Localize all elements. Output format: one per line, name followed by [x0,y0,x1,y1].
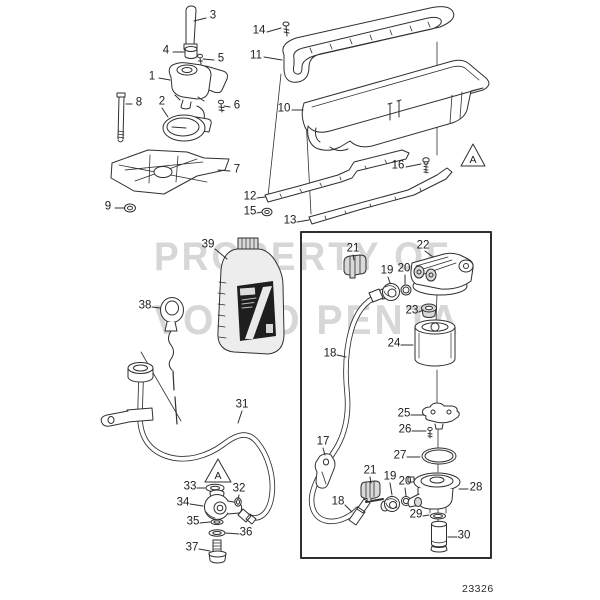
leader-line-34 [189,503,204,507]
leader-line-1 [158,77,171,81]
detail-marker-valve: A [204,458,232,483]
o-ring-27 [421,447,457,465]
leader-line-6 [223,105,231,108]
oil-filter [414,319,456,367]
dipstick [160,297,184,425]
leader-line-20 [404,487,407,497]
hose-fitting-lower [380,496,400,512]
nut-9 [124,203,136,213]
stud-8 [116,92,126,143]
screw-5 [197,53,203,65]
leader-line-2 [161,107,169,118]
oil-drain-hose [100,362,276,525]
filter-nipple [421,303,437,318]
screw-6 [217,99,225,113]
washer-35 [210,518,224,526]
leader-line-12 [256,196,266,199]
leader-line-23 [418,309,424,313]
leader-line-29 [422,514,430,517]
leader-line-22 [424,250,434,258]
side-gasket-strip-13 [308,167,453,225]
detail-inset-box [300,231,492,559]
leader-line-18 [336,354,347,358]
oil-supply-hose [308,288,384,526]
leader-line-19 [389,482,393,496]
hose-fitting-upper [378,283,400,301]
oil-filter-head [410,252,474,296]
leader-line-15 [256,211,263,214]
leader-line-36 [225,532,240,535]
leader-line-21 [369,476,372,484]
o-ring-upper [400,284,412,296]
screw-14 [282,21,290,37]
leader-line-11 [263,56,283,61]
leader-line-18 [344,504,353,513]
leader-line-14 [266,27,282,33]
bushing-4 [184,46,198,59]
oil-strainer-housing [407,472,461,514]
washer-36 [208,529,226,537]
leader-line-7 [217,169,231,172]
leader-line-31 [237,410,243,424]
oil-pump-pipe [183,5,198,52]
leader-line-3 [193,17,207,22]
drawing-number: 23326 [462,583,494,595]
leader-line-21 [352,254,355,261]
oil-pump [168,62,228,110]
leader-line-32 [237,494,240,500]
detail-marker-label: A [469,154,476,166]
baffle-plate [110,149,230,195]
detail-marker-label: A [214,470,221,482]
hose-clip-lower [360,480,381,502]
strainer-cap [421,402,460,430]
detail-marker-pan: A [460,143,486,167]
leader-line-38 [151,306,161,309]
leader-line-39 [214,248,228,260]
oil-pickup-strainer [162,105,212,142]
oil-bottle [217,237,285,355]
leader-line-13 [296,219,310,223]
bolt-16 [422,157,430,174]
leader-lines [114,17,469,552]
screw-26 [427,426,433,439]
leader-line-37 [198,548,211,552]
hose-clamp-bracket [314,453,336,489]
drain-plug [208,539,227,564]
leader-line-17 [322,447,326,456]
oil-pan-gasket [282,6,455,83]
side-gasket-strip-12 [264,149,410,203]
o-ring-29 [430,512,446,520]
nut-15 [261,207,273,217]
leader-line-35 [199,521,211,524]
hose-clip-upper [343,254,367,279]
oil-pan [301,59,490,152]
leader-line-16 [405,163,422,168]
suction-pipe [430,520,448,553]
leader-line-5 [202,58,215,61]
leader-line-19 [387,276,391,284]
